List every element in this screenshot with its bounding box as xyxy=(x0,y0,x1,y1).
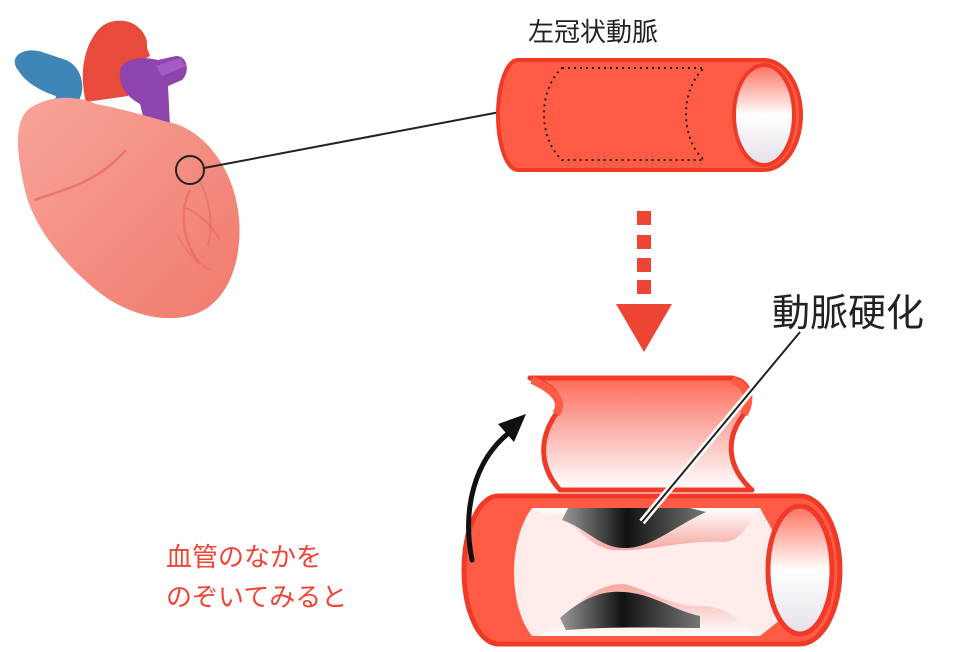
connector-line xyxy=(203,111,501,169)
pointer-line xyxy=(641,331,801,523)
dotted-down-arrow-icon xyxy=(616,211,672,352)
look-inside-line-2: のぞいてみると xyxy=(166,583,348,613)
look-inside-note: 血管のなかを のぞいてみると xyxy=(166,538,347,618)
arteriosclerosis-label: 動脈硬化 xyxy=(772,291,925,335)
coronary-artery-tube xyxy=(496,58,803,172)
look-inside-line-1: 血管のなかを xyxy=(166,543,323,573)
magnifier-circle-icon xyxy=(175,155,205,185)
sclerosis-vessel xyxy=(461,375,843,647)
heart-illustration-icon xyxy=(14,20,240,319)
coronary-artery-label: 左冠状動脈 xyxy=(528,18,659,48)
curved-arrow-icon xyxy=(466,414,526,563)
